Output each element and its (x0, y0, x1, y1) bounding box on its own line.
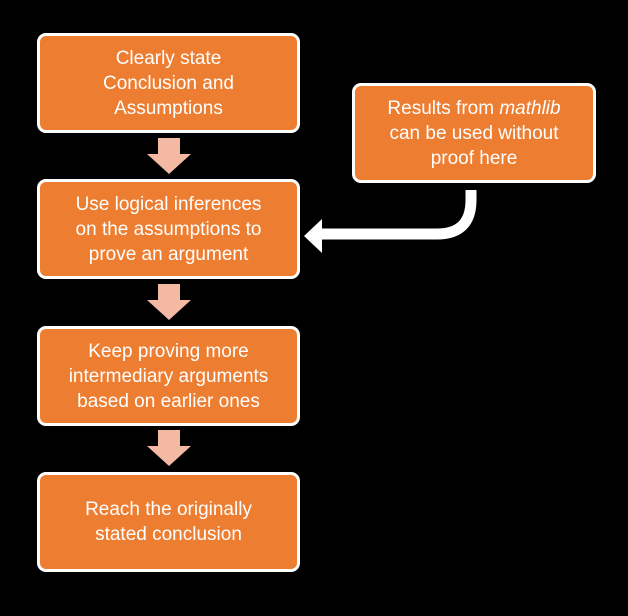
step-3-line-3: based on earlier ones (77, 390, 260, 412)
note-line-2: can be used without (389, 122, 559, 144)
note-line-3: proof here (430, 147, 518, 169)
step-2-line-1: Use logical inferences (75, 193, 262, 215)
step-1-line-2: Conclusion and (103, 72, 234, 94)
step-4-box: Reach the originally stated conclusion (37, 472, 300, 572)
step-2-line-2: on the assumptions to (75, 218, 262, 240)
step-4-line-1: Reach the originally (85, 499, 252, 520)
step-1-line-1: Clearly state (115, 47, 222, 69)
connector-path (322, 190, 477, 240)
note-line-1: Results from mathlib (387, 96, 560, 121)
step-2-line-3: prove an argument (88, 243, 249, 265)
note-mathlib-italic: mathlib (499, 97, 561, 119)
down-arrow-3 (147, 430, 191, 466)
down-arrow-1 (147, 138, 191, 174)
mathlib-note-box: Results from mathlib can be used without… (352, 83, 596, 183)
step-1-box: Clearly state Conclusion and Assumptions (37, 33, 300, 133)
step-4-line-2: stated conclusion (95, 524, 242, 545)
connector-arrowhead (304, 219, 322, 253)
step-3-line-2: intermediary arguments (68, 365, 269, 387)
step-2-box: Use logical inferences on the assumption… (37, 179, 300, 279)
down-arrow-2 (147, 284, 191, 320)
step-3-box: Keep proving more intermediary arguments… (37, 326, 300, 426)
step-1-line-3: Assumptions (114, 97, 223, 119)
step-3-line-1: Keep proving more (88, 340, 249, 362)
note-line-1-prefix: Results from (387, 97, 500, 119)
